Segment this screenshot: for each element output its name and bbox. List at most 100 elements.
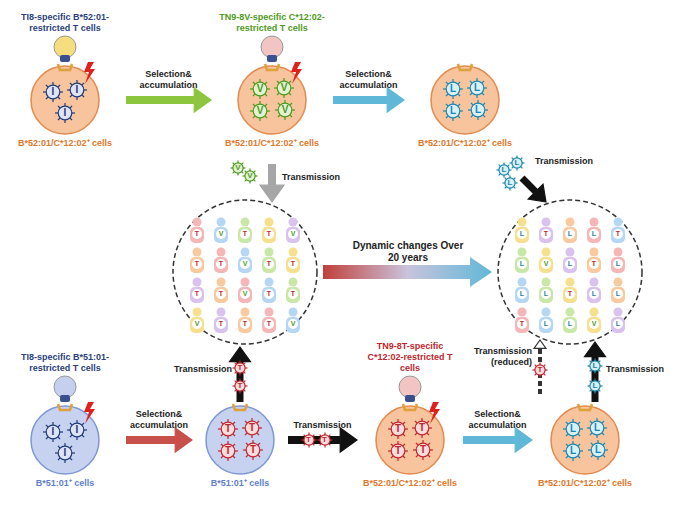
virus-body: [235, 363, 245, 373]
hla-molecule: [58, 404, 72, 410]
person-body: [262, 287, 276, 303]
person-head: [241, 278, 250, 287]
virus-letter: L: [470, 102, 486, 118]
flow-arrow: [333, 88, 404, 112]
person-badge: [216, 319, 226, 329]
virus-icon: T: [220, 443, 236, 459]
person-body: [214, 287, 228, 303]
virus-icon: I: [57, 105, 73, 121]
arrow-head: [528, 184, 546, 202]
virus-icon: I: [69, 422, 85, 438]
virus-letter: L: [565, 421, 581, 437]
target-cell-icon: [195, 402, 285, 478]
t-cell-receptor: [405, 395, 415, 402]
t-cell: [399, 376, 421, 398]
cell-node: TN9-8V-specific C*12:02-restricted T cel…: [214, 12, 330, 149]
t-cell-label: TN9-8T-specific C*12:02-restricted T cel…: [360, 341, 460, 374]
badge-letter: V: [288, 319, 298, 329]
virus-icon: I: [57, 445, 73, 461]
person-body: [611, 317, 625, 333]
person-badge: [192, 289, 202, 299]
arrow-head: [515, 428, 532, 452]
person-body: [539, 227, 553, 243]
person-head: [265, 218, 274, 227]
person-badge: [240, 319, 250, 329]
t-cell: [54, 376, 76, 398]
person-badge: [517, 259, 527, 269]
virus-letter: L: [590, 442, 606, 458]
hla-molecule: [58, 64, 72, 70]
person-body: [286, 317, 300, 333]
virus-body: [512, 158, 522, 168]
person-body: [563, 287, 577, 303]
virus-icon: V: [276, 80, 292, 96]
person-body: [190, 227, 204, 243]
virus-icon: L: [445, 81, 461, 97]
person-head: [542, 278, 551, 287]
person-body: [238, 287, 252, 303]
badge-letter: T: [613, 229, 623, 239]
person-body: [587, 287, 601, 303]
person-head: [289, 248, 298, 257]
person-body: [286, 287, 300, 303]
person-badge: [288, 319, 298, 329]
badge-letter: L: [517, 289, 527, 299]
virus-letter: V: [277, 102, 293, 118]
badge-letter: V: [240, 289, 250, 299]
person-badge: [240, 229, 250, 239]
person-badge: [613, 289, 623, 299]
virus-icon: V: [252, 81, 268, 97]
flow-arrow: [126, 428, 192, 452]
virus-letter: T: [245, 442, 261, 458]
virus-letter: T: [303, 434, 315, 446]
cell-node: TI8-specific B*51:01-restricted T cellsB…: [7, 352, 123, 489]
arrow-shaft: [126, 96, 194, 104]
person-head: [566, 218, 575, 227]
person-badge: [240, 289, 250, 299]
person-head: [614, 308, 623, 317]
person-badge: [541, 229, 551, 239]
edge-label: Selection& accumulation: [131, 69, 207, 91]
virus-letter: I: [57, 105, 73, 121]
arrow-head: [260, 185, 284, 202]
target-cell-icon: [535, 402, 635, 478]
person-head: [265, 248, 274, 257]
arrow-shaft: [268, 164, 276, 185]
badge-letter: T: [565, 289, 575, 299]
virus-letter: L: [498, 164, 510, 176]
virus-icon: L: [504, 177, 516, 189]
person-badge: [589, 229, 599, 239]
person-body: [539, 287, 553, 303]
hla-molecule: [578, 404, 592, 410]
person-body: [611, 287, 625, 303]
arrow-head: [175, 428, 192, 452]
person-head: [566, 278, 575, 287]
arrow-head: [230, 347, 251, 362]
person-head: [241, 248, 250, 257]
arrow-head: [387, 88, 404, 112]
virus-letter: V: [252, 81, 268, 97]
person-body: [563, 227, 577, 243]
flow-arrow: [463, 428, 532, 452]
badge-letter: T: [216, 259, 226, 269]
target-cell: [206, 406, 274, 474]
t-cell-icon: [7, 374, 123, 402]
virus-icon: I: [45, 84, 61, 100]
virus-letter: T: [415, 442, 431, 458]
virus-letter: L: [445, 103, 461, 119]
edge-label: Selection& accumulation: [121, 409, 197, 431]
badge-letter: L: [565, 259, 575, 269]
person-badge: [613, 259, 623, 269]
person-body: [262, 227, 276, 243]
arrow-head: [585, 342, 606, 357]
person-body: [238, 227, 252, 243]
transmission-arrow: [230, 347, 251, 402]
person-body: [611, 227, 625, 243]
badge-letter: T: [192, 259, 202, 269]
person-body: [238, 317, 252, 333]
person-badge: [264, 259, 274, 269]
badge-letter: T: [240, 319, 250, 329]
hla-molecule: [403, 404, 417, 410]
person-badge: [216, 259, 226, 269]
virus-letter: L: [504, 177, 516, 189]
